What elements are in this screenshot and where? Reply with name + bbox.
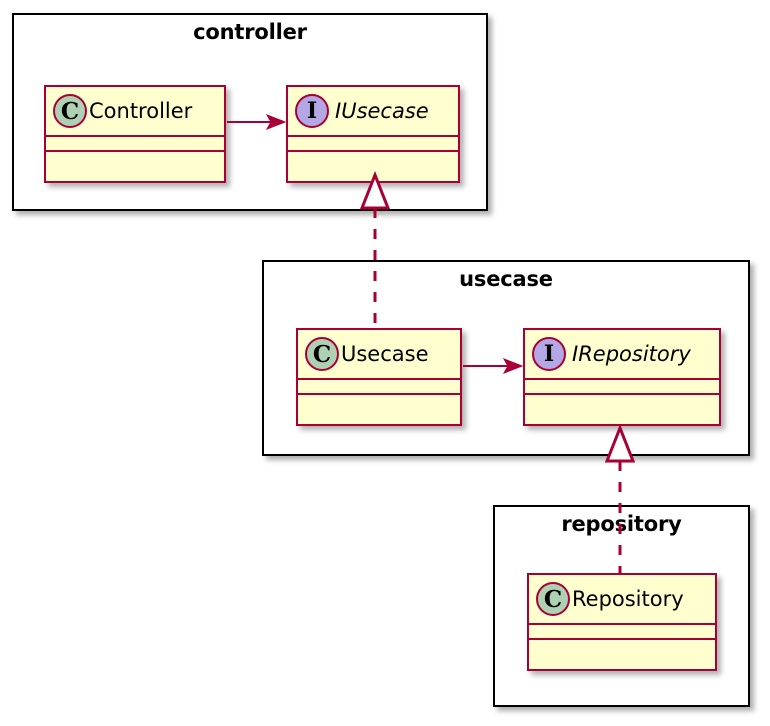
class-node-repository-methods	[529, 640, 715, 656]
interface-node-irepository-label: IRepository	[572, 342, 691, 366]
class-stereotype-icon: C	[53, 94, 87, 128]
interface-node-iusecase-header: I IUsecase	[288, 87, 458, 137]
package-usecase-title: usecase	[459, 267, 553, 291]
interface-node-irepository[interactable]: I IRepository	[523, 328, 721, 426]
class-node-repository-label: Repository	[572, 587, 684, 611]
class-stereotype-icon: C	[536, 582, 570, 616]
class-node-controller-label: Controller	[89, 99, 193, 123]
class-node-usecase-methods	[298, 395, 460, 411]
class-node-controller-header: C Controller	[46, 87, 224, 137]
class-node-usecase-label: Usecase	[341, 342, 429, 366]
interface-node-irepository-attributes	[525, 380, 719, 395]
class-node-repository-attributes	[529, 625, 715, 640]
interface-stereotype-icon: I	[532, 337, 566, 371]
interface-node-iusecase-methods	[288, 152, 458, 168]
package-controller-title: controller	[193, 20, 307, 44]
class-node-controller-attributes	[46, 137, 224, 152]
interface-node-irepository-methods	[525, 395, 719, 411]
class-node-usecase[interactable]: C Usecase	[296, 328, 462, 426]
interface-node-iusecase-attributes	[288, 137, 458, 152]
class-node-controller-methods	[46, 152, 224, 168]
class-node-repository[interactable]: C Repository	[527, 573, 717, 671]
class-node-repository-header: C Repository	[529, 575, 715, 625]
class-node-usecase-attributes	[298, 380, 460, 395]
interface-node-iusecase-label: IUsecase	[335, 99, 429, 123]
package-repository-title: repository	[561, 512, 682, 536]
interface-stereotype-icon: I	[295, 94, 329, 128]
interface-node-iusecase[interactable]: I IUsecase	[286, 85, 460, 183]
class-node-usecase-header: C Usecase	[298, 330, 460, 380]
class-stereotype-icon: C	[305, 337, 339, 371]
class-node-controller[interactable]: C Controller	[44, 85, 226, 183]
interface-node-irepository-header: I IRepository	[525, 330, 719, 380]
